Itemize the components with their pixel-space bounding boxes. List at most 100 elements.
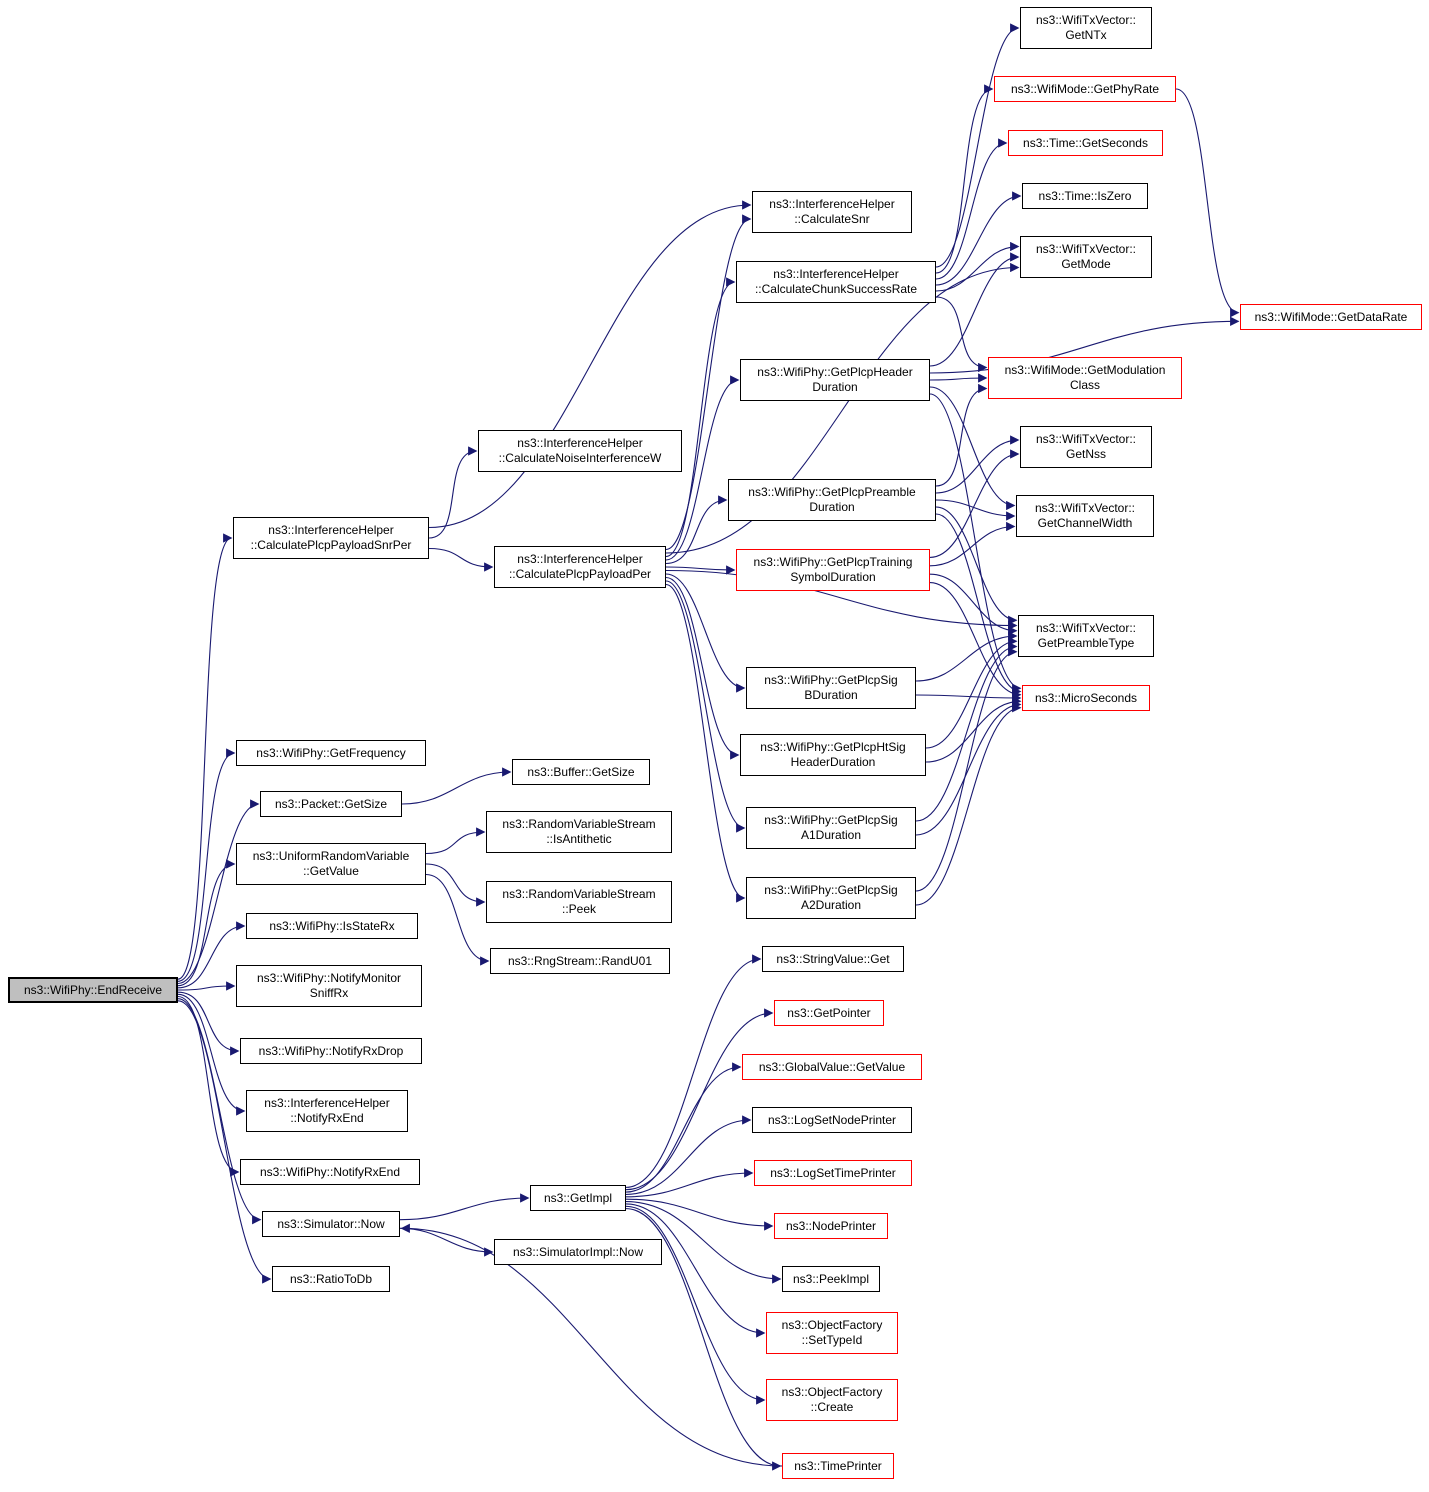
graph-node-label: GetNss <box>1065 447 1106 461</box>
graph-node-ratio-to-db[interactable]: ns3::RatioToDb <box>272 1266 390 1292</box>
call-edge <box>625 1205 766 1405</box>
graph-node-label: ns3::WifiTxVector:: <box>1034 501 1136 515</box>
graph-node-simulator-now[interactable]: ns3::Simulator::Now <box>262 1211 400 1237</box>
graph-node-label: ns3::WifiPhy::GetPlcpSig <box>764 813 898 827</box>
graph-node-uniform-get-value[interactable]: ns3::UniformRandomVariable::GetValue <box>236 843 426 885</box>
graph-node-label: A2Duration <box>800 898 862 912</box>
graph-node-label: GetMode <box>1061 257 1111 271</box>
graph-node-get-pointer[interactable]: ns3::GetPointer <box>774 1000 884 1026</box>
graph-node-label: ns3::InterferenceHelper <box>517 552 643 566</box>
graph-node-global-value-get-value[interactable]: ns3::GlobalValue::GetValue <box>742 1054 922 1080</box>
call-edge <box>915 641 1018 822</box>
graph-node-time-printer[interactable]: ns3::TimePrinter <box>782 1453 894 1479</box>
call-edge <box>935 383 988 487</box>
graph-node-get-nss[interactable]: ns3::WifiTxVector::GetNss <box>1020 426 1152 468</box>
graph-node-buffer-get-size[interactable]: ns3::Buffer::GetSize <box>512 759 650 785</box>
graph-node-label: ns3::WifiPhy::IsStateRx <box>269 918 395 933</box>
call-edge <box>177 748 236 982</box>
call-edge <box>935 499 1016 521</box>
graph-node-string-value-get[interactable]: ns3::StringValue::Get <box>762 946 904 972</box>
graph-node-rand-u01[interactable]: ns3::RngStream::RandU01 <box>490 948 670 974</box>
graph-node-label: ns3::SimulatorImpl::Now <box>512 1244 644 1259</box>
graph-node-label: ::CalculatePlcpPayloadPer <box>508 567 652 581</box>
graph-node-label: Class <box>1069 378 1100 392</box>
graph-node-get-impl[interactable]: ns3::GetImpl <box>530 1185 626 1211</box>
graph-node-rvs-peek[interactable]: ns3::RandomVariableStream::Peek <box>486 881 672 923</box>
graph-node-label: ns3::WifiTxVector:: <box>1035 621 1137 635</box>
graph-node-calculate-snr[interactable]: ns3::InterferenceHelper::CalculateSnr <box>752 191 912 233</box>
graph-node-get-ntx[interactable]: ns3::WifiTxVector::GetNTx <box>1020 7 1152 49</box>
call-edge <box>401 767 512 805</box>
graph-node-get-data-rate[interactable]: ns3::WifiMode::GetDataRate <box>1240 304 1422 330</box>
graph-node-label: ns3::WifiPhy::GetPlcpHtSig <box>760 740 906 754</box>
graph-node-label: ns3::PeekImpl <box>792 1271 870 1286</box>
graph-node-ih-notify-rx-end[interactable]: ns3::InterferenceHelper::NotifyRxEnd <box>246 1090 408 1132</box>
graph-node-calc-noise-interference-w[interactable]: ns3::InterferenceHelper::CalculateNoiseI… <box>478 430 682 472</box>
call-edge <box>935 506 1018 625</box>
graph-node-calc-plcp-payload-snr-per[interactable]: ns3::InterferenceHelper::CalculatePlcpPa… <box>233 517 429 559</box>
graph-node-get-phy-rate[interactable]: ns3::WifiMode::GetPhyRate <box>994 76 1176 102</box>
call-edge <box>929 373 988 383</box>
call-edge <box>177 799 260 985</box>
call-edge <box>177 1000 272 1284</box>
graph-node-get-seconds[interactable]: ns3::Time::GetSeconds <box>1008 130 1163 156</box>
call-edge <box>177 981 236 991</box>
graph-node-log-set-time-printer[interactable]: ns3::LogSetTimePrinter <box>754 1160 912 1186</box>
graph-node-end-receive: ns3::WifiPhy::EndReceive <box>8 977 178 1003</box>
graph-node-label: ns3::MicroSeconds <box>1034 690 1138 705</box>
graph-node-micro-seconds[interactable]: ns3::MicroSeconds <box>1022 685 1150 711</box>
call-edge <box>665 569 1018 631</box>
graph-node-label: ns3::RandomVariableStream <box>502 817 656 831</box>
graph-node-get-channel-width[interactable]: ns3::WifiTxVector::GetChannelWidth <box>1016 495 1154 537</box>
graph-node-get-preamble-type[interactable]: ns3::WifiTxVector::GetPreambleType <box>1018 615 1154 657</box>
graph-node-log-set-node-printer[interactable]: ns3::LogSetNodePrinter <box>752 1107 912 1133</box>
graph-node-label: ns3::WifiPhy::EndReceive <box>23 982 163 997</box>
graph-node-label: ns3::WifiTxVector:: <box>1035 432 1137 446</box>
graph-node-is-zero[interactable]: ns3::Time::IsZero <box>1022 183 1148 209</box>
graph-node-label: ::CalculateNoiseInterferenceW <box>498 451 662 465</box>
graph-node-get-mode[interactable]: ns3::WifiTxVector::GetMode <box>1020 236 1152 278</box>
graph-node-label: Duration <box>809 500 855 514</box>
graph-node-peek-impl[interactable]: ns3::PeekImpl <box>782 1266 880 1292</box>
graph-node-object-factory-create[interactable]: ns3::ObjectFactory::Create <box>766 1379 898 1421</box>
graph-node-label: GetChannelWidth <box>1037 516 1133 530</box>
call-edge <box>935 23 1020 268</box>
graph-node-label: ns3::WifiPhy::GetPlcpSig <box>764 883 898 897</box>
call-edge <box>428 547 494 572</box>
call-edge <box>925 696 1022 763</box>
graph-node-is-antithetic[interactable]: ns3::RandomVariableStream::IsAntithetic <box>486 811 672 853</box>
call-edge <box>625 1201 782 1284</box>
graph-node-calc-plcp-payload-per[interactable]: ns3::InterferenceHelper::CalculatePlcpPa… <box>494 546 666 588</box>
graph-node-label: ns3::InterferenceHelper <box>517 436 643 450</box>
call-edge <box>929 582 1022 700</box>
call-edge <box>665 214 752 551</box>
call-edge <box>625 1062 742 1193</box>
graph-node-get-frequency[interactable]: ns3::WifiPhy::GetFrequency <box>236 740 426 766</box>
graph-node-node-printer[interactable]: ns3::NodePrinter <box>774 1213 888 1239</box>
graph-node-label: ns3::Packet::GetSize <box>274 796 388 811</box>
graph-node-calc-chunk-success-rate[interactable]: ns3::InterferenceHelper::CalculateChunkS… <box>736 261 936 303</box>
call-edge <box>915 647 1018 892</box>
graph-node-label: ns3::InterferenceHelper <box>773 267 899 281</box>
graph-node-is-state-rx[interactable]: ns3::WifiPhy::IsStateRx <box>246 913 418 939</box>
graph-node-simulator-impl-now[interactable]: ns3::SimulatorImpl::Now <box>494 1239 662 1265</box>
graph-node-label: ns3::GlobalValue::GetValue <box>758 1059 906 1074</box>
graph-node-label: A1Duration <box>800 828 862 842</box>
graph-node-label: SniffRx <box>309 986 349 1000</box>
graph-node-packet-get-size[interactable]: ns3::Packet::GetSize <box>260 791 402 817</box>
call-edge <box>935 191 1022 286</box>
graph-node-object-factory-set-type-id[interactable]: ns3::ObjectFactory::SetTypeId <box>766 1312 898 1354</box>
graph-node-notify-rx-drop[interactable]: ns3::WifiPhy::NotifyRxDrop <box>240 1038 422 1064</box>
call-edge <box>915 693 1022 703</box>
graph-node-phy-notify-rx-end[interactable]: ns3::WifiPhy::NotifyRxEnd <box>240 1159 420 1185</box>
